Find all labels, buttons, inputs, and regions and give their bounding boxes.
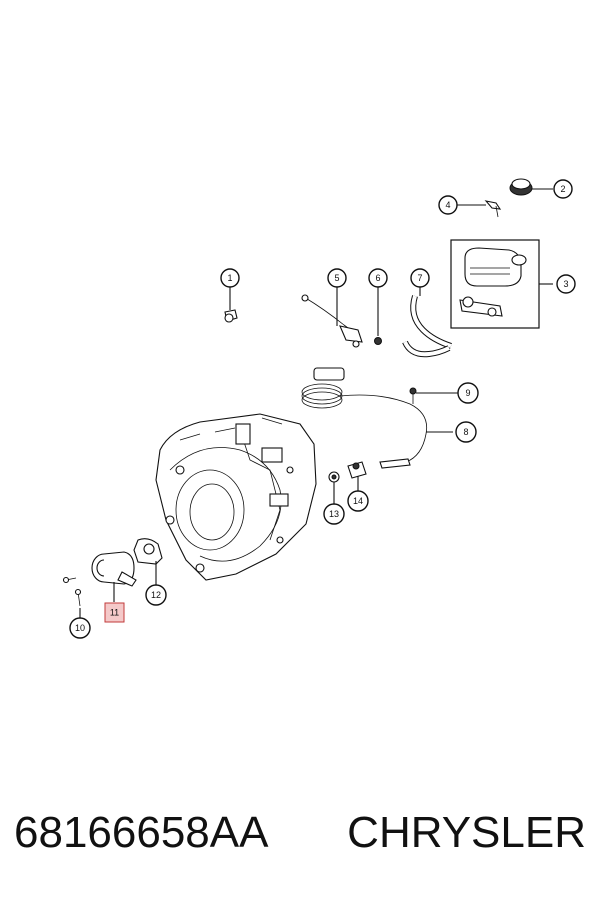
part-hose xyxy=(402,295,452,358)
svg-text:13: 13 xyxy=(329,509,339,519)
callout-13[interactable]: 13 xyxy=(323,503,345,525)
svg-text:3: 3 xyxy=(563,279,568,289)
svg-text:1: 1 xyxy=(227,273,232,283)
part-bracket xyxy=(347,461,367,479)
callout-5[interactable]: 5 xyxy=(327,268,347,288)
callout-11[interactable]: 11 xyxy=(104,602,125,623)
exploded-parts-diagram: 1 2 3 4 5 6 7 8 9 10 11 12 xyxy=(62,178,576,639)
svg-text:10: 10 xyxy=(75,623,85,633)
callout-1[interactable]: 1 xyxy=(220,268,240,288)
callout-7[interactable]: 7 xyxy=(410,268,430,288)
svg-text:2: 2 xyxy=(560,184,565,194)
callout-14[interactable]: 14 xyxy=(347,490,369,512)
callout-6[interactable]: 6 xyxy=(368,268,388,288)
svg-text:11: 11 xyxy=(110,608,119,618)
part-seal-plate xyxy=(133,538,163,565)
part-small-bolt xyxy=(409,387,417,404)
callout-3[interactable]: 3 xyxy=(556,274,576,294)
svg-text:6: 6 xyxy=(375,273,380,283)
callout-4[interactable]: 4 xyxy=(438,195,458,215)
brand-label: CHRYSLER xyxy=(347,808,586,857)
part-master-cylinder-assembly xyxy=(450,239,540,329)
callout-2[interactable]: 2 xyxy=(553,179,573,199)
callout-9[interactable]: 9 xyxy=(457,382,479,404)
callout-8[interactable]: 8 xyxy=(455,421,477,443)
part-transmission-housing xyxy=(155,413,317,581)
part-nut xyxy=(374,337,382,345)
svg-text:8: 8 xyxy=(463,427,468,437)
part-nut-13 xyxy=(328,471,340,483)
svg-text:7: 7 xyxy=(417,273,422,283)
part-sensor-line xyxy=(301,294,363,348)
svg-text:5: 5 xyxy=(334,273,339,283)
callout-12[interactable]: 12 xyxy=(145,584,167,606)
callout-10[interactable]: 10 xyxy=(69,617,91,639)
part-clip xyxy=(484,200,502,218)
part-number-label: 68166658AA xyxy=(14,808,269,857)
svg-text:14: 14 xyxy=(353,496,363,506)
part-bolt xyxy=(224,309,238,323)
svg-text:9: 9 xyxy=(465,388,470,398)
part-clutch-cable xyxy=(301,367,428,469)
svg-text:4: 4 xyxy=(445,200,450,210)
part-reservoir-cap xyxy=(509,178,533,196)
part-screws xyxy=(62,576,82,607)
part-release-bearing xyxy=(91,551,137,587)
svg-text:12: 12 xyxy=(151,590,161,600)
